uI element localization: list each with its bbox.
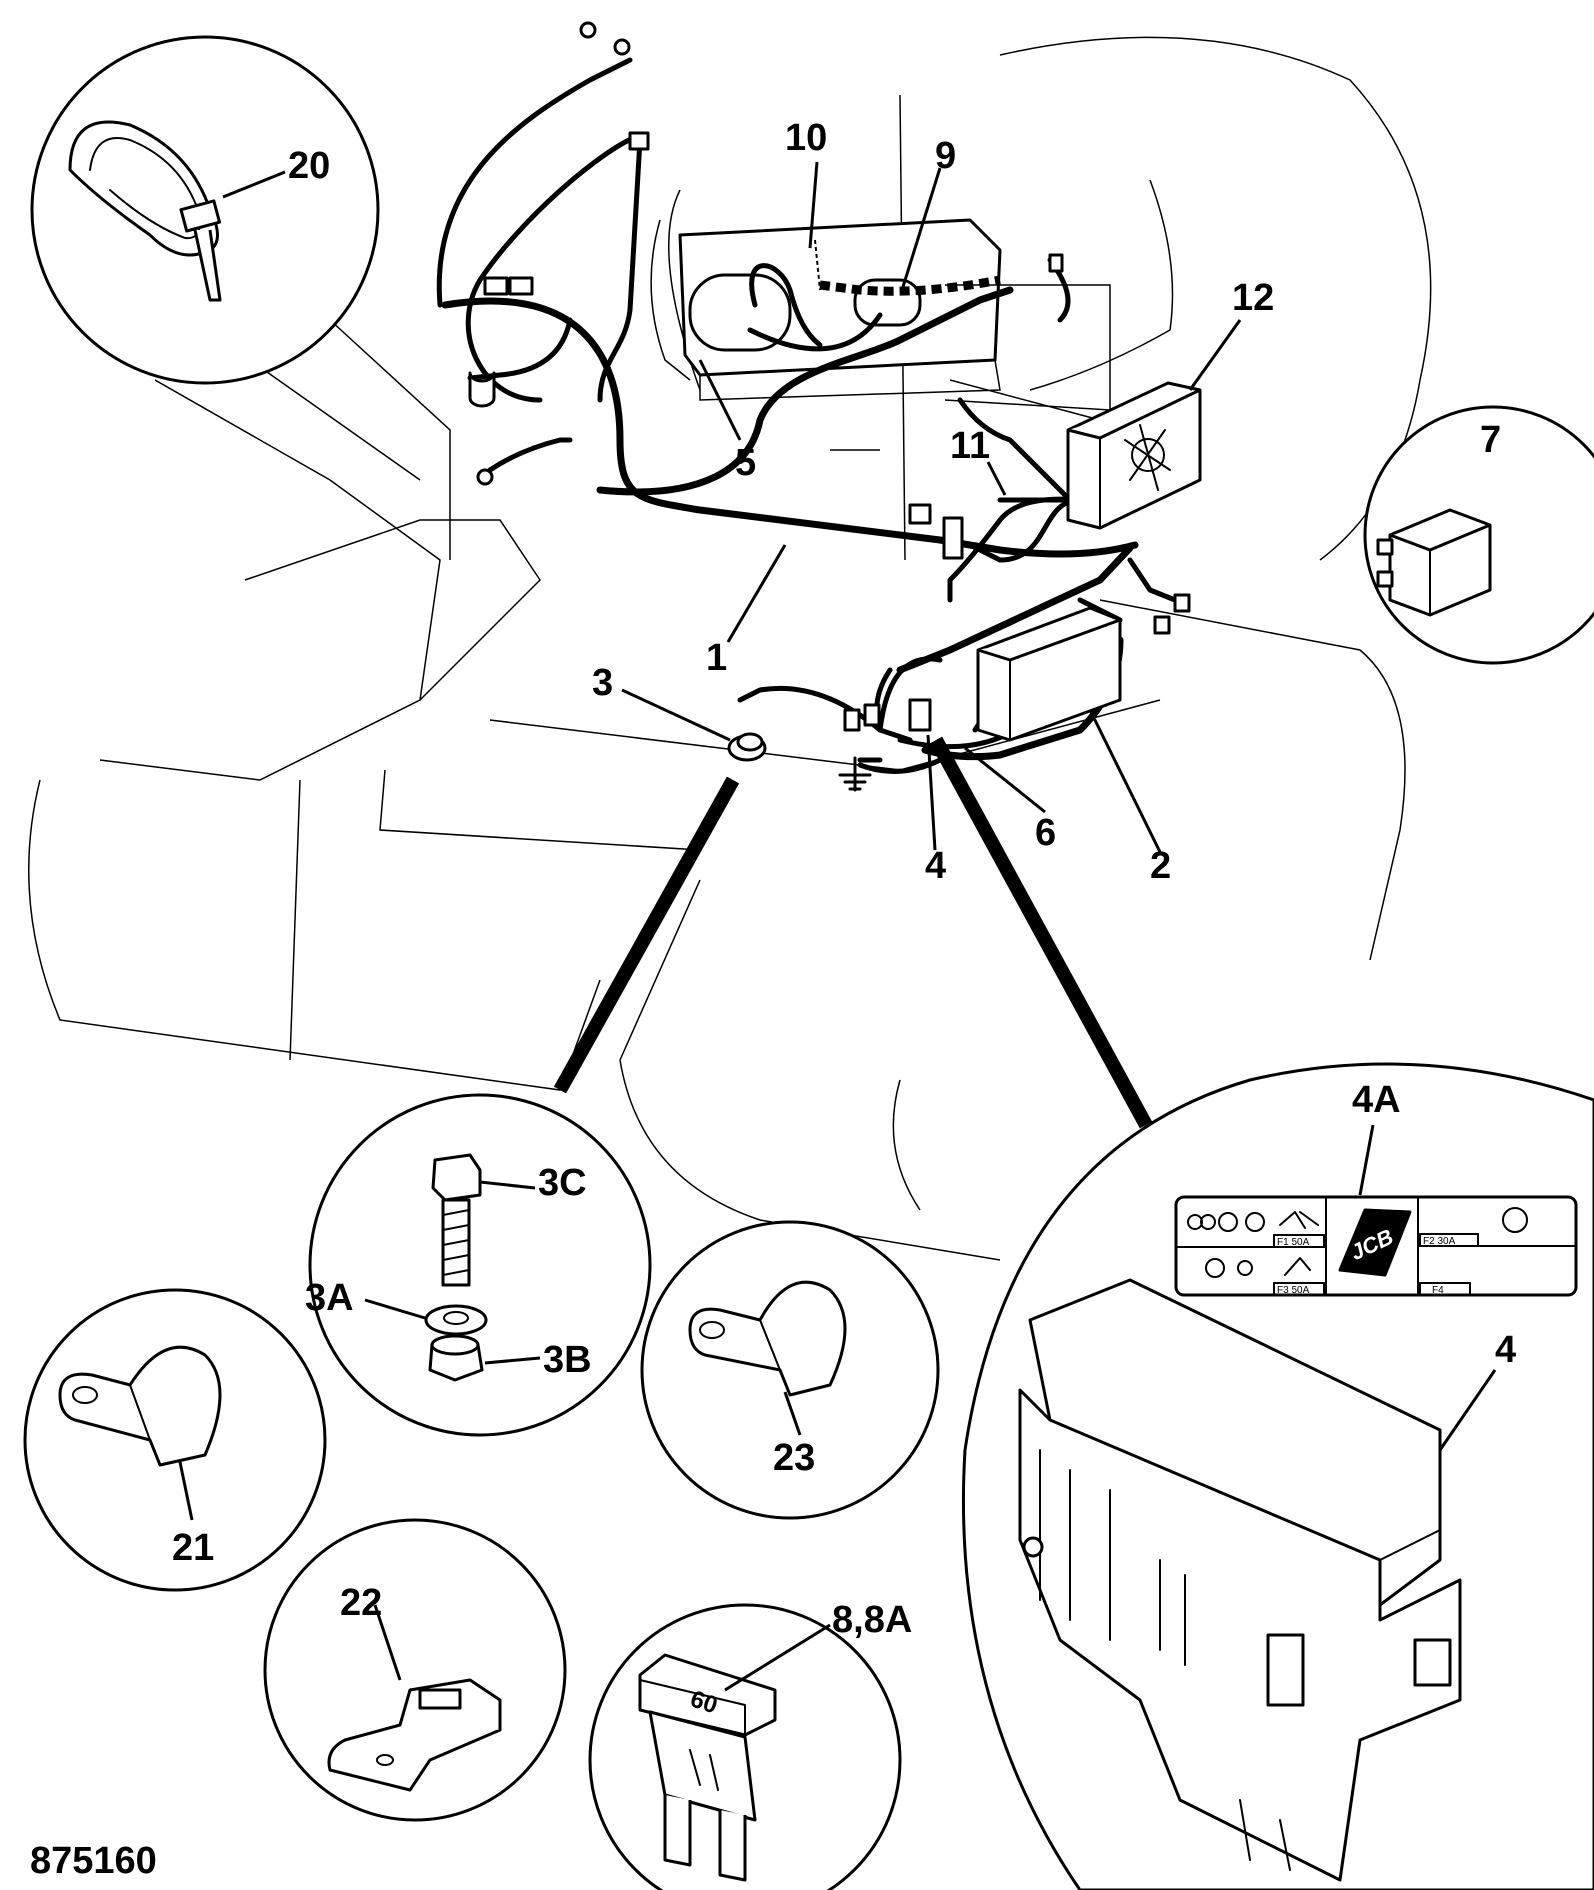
callout-7: 7 [1480, 419, 1501, 461]
detail-22-clip [263, 1518, 567, 1822]
detail-8-blade-fuse: 60 [588, 1603, 902, 1890]
detail-3-fasteners [308, 1093, 652, 1437]
label-f2: F2 30A [1423, 1236, 1456, 1247]
callout-4-detail: 4 [1495, 1329, 1516, 1371]
detail-23-p-clip [640, 1220, 940, 1520]
relay-module-12 [1066, 381, 1202, 530]
detail-7-relay [1363, 405, 1594, 665]
callout-12: 12 [1232, 277, 1274, 319]
callout-8-8a: 8,8A [832, 1599, 912, 1641]
drawing-number: 875160 [30, 1840, 157, 1882]
callout-11: 11 [950, 425, 990, 467]
callout-9: 9 [935, 135, 956, 177]
callout-5: 5 [735, 442, 756, 484]
callout-10: 10 [785, 117, 827, 159]
callout-21: 21 [172, 1527, 214, 1569]
callout-3c: 3C [538, 1162, 587, 1204]
callout-3: 3 [592, 662, 613, 704]
detail-4-fuse-box: JCB F1 50A F2 30A F3 50A F4 [961, 1062, 1594, 1890]
label-f1: F1 50A [1277, 1237, 1310, 1248]
detail-21-p-clip [23, 1288, 327, 1592]
callout-3a: 3A [305, 1277, 354, 1319]
callout-20: 20 [288, 145, 330, 187]
zoom-leaders [553, 736, 1153, 1129]
callout-6: 6 [1035, 812, 1056, 854]
callout-3b: 3B [543, 1339, 592, 1381]
callout-2: 2 [1150, 845, 1171, 887]
callout-4: 4 [925, 845, 946, 887]
callout-numbers: 10 9 12 11 5 1 7 3 4 6 2 20 3C 3A 3B 23 … [30, 117, 1516, 1882]
detail-20-cable-tie [30, 35, 380, 385]
fuse-box-2 [976, 606, 1122, 742]
callout-1: 1 [706, 637, 727, 679]
main-leaders [621, 161, 1480, 853]
label-f4: F4 [1432, 1285, 1444, 1296]
callout-23: 23 [773, 1437, 815, 1479]
harness-connectors [468, 21, 1191, 792]
callout-22: 22 [340, 1582, 382, 1624]
label-f3: F3 50A [1277, 1285, 1310, 1296]
callout-4a: 4A [1352, 1079, 1401, 1121]
